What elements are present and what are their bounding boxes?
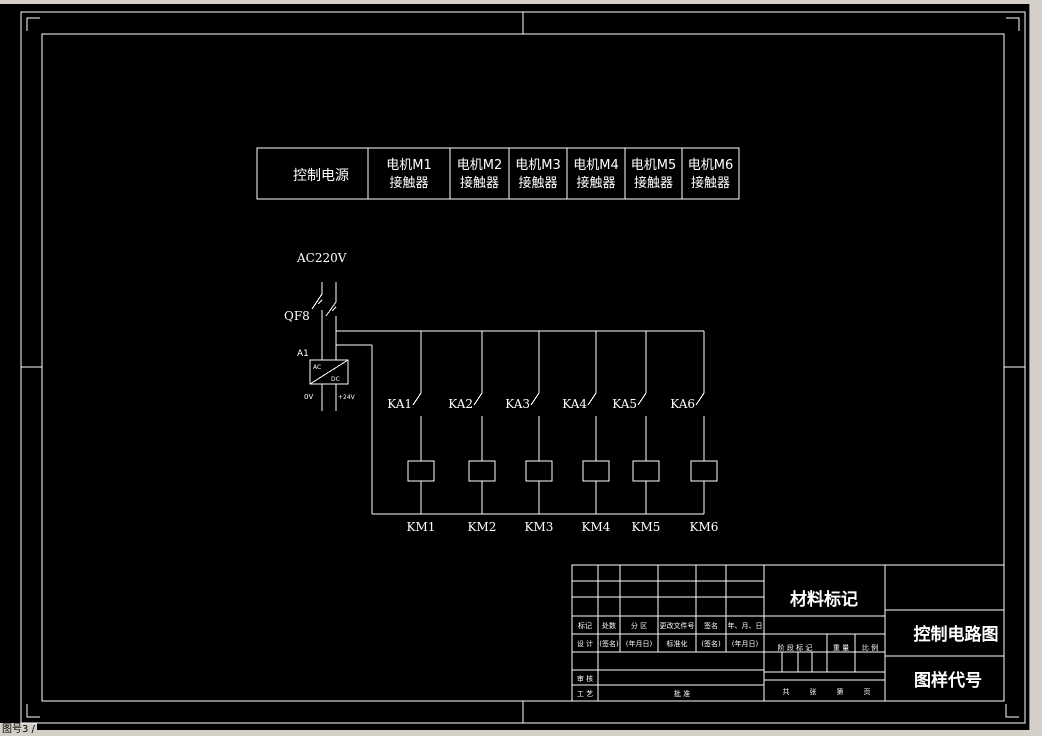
title-block: 材料标记 控制电路图 图样代号 标记 处数 分 区 更改文件号签名 年、月、日 设 计 (… [571, 564, 1005, 702]
relay-contact [530, 392, 540, 406]
title-block-stage-label: 阶 段 标 记 [778, 643, 813, 652]
vertical-scrollbar[interactable] [1029, 4, 1042, 730]
header-col-line1: 电机M1 [386, 158, 432, 173]
relay-branch [582, 331, 610, 514]
contactor-coil [582, 460, 610, 482]
relay-contact [412, 392, 422, 406]
header-power-label: 控制电源 [293, 168, 349, 184]
title-block-header-cell: 标记 [578, 621, 592, 630]
relay-label: KA5 [612, 397, 637, 411]
relay-label: KA2 [448, 397, 473, 411]
title-block-stage-label: 重 量 [833, 644, 849, 652]
header-col-line2: 接触器 [460, 175, 499, 191]
circuit [309, 282, 718, 515]
header-col-line2: 接触器 [389, 175, 428, 191]
header-col-line1: 电机M3 [515, 158, 561, 173]
relay-label: KA3 [505, 397, 530, 411]
title-block-header-cell: 年、月、日 [728, 621, 763, 630]
module-label: A1 [297, 349, 309, 359]
relay-branch [468, 331, 496, 514]
header-table: 控制电源 电机M1接触器电机M2接触器电机M3接触器电机M4接触器电机M5接触器… [256, 147, 740, 200]
relay-label: KA1 [387, 397, 412, 411]
header-col-line1: 电机M2 [457, 158, 503, 173]
drawing-title: 控制电路图 [914, 624, 999, 645]
window-top-bar [0, 0, 1042, 4]
header-col-line2: 接触器 [576, 175, 615, 191]
title-block-sheet-label: 共 [783, 687, 790, 696]
header-col-line1: 电机M4 [573, 158, 619, 173]
title-block-design-cell: (年月日) [732, 639, 759, 648]
title-block-design-cell: (签名) [599, 639, 619, 648]
title-block-design-cell: 设 计 [577, 639, 593, 648]
cad-drawing-canvas: 控制电源 电机M1接触器电机M2接触器电机M3接触器电机M4接触器电机M5接触器… [20, 11, 1026, 724]
process-label: 工 艺 [577, 690, 593, 698]
contactor-coil [407, 460, 435, 482]
terminal-24v-label: +24V [338, 394, 356, 401]
relay-branch [525, 331, 553, 514]
title-block-stage-label: 比 例 [862, 643, 878, 652]
header-col-line2: 接触器 [691, 175, 730, 191]
coil-label: KM6 [690, 520, 719, 534]
status-bar [0, 730, 1042, 736]
relay-contact [473, 392, 483, 406]
relay-branch [407, 331, 435, 514]
relay-contact [587, 392, 597, 406]
title-block-sheet-label: 张 [810, 687, 817, 696]
terminal-0v-label: 0V [304, 393, 313, 401]
relay-label: KA6 [670, 397, 695, 411]
drawing-code-label: 图样代号 [914, 670, 982, 691]
supply-label: AC220V [296, 251, 347, 265]
title-block-design-cell: (年月日) [626, 639, 653, 648]
title-block-design-cell: (签名) [701, 639, 721, 648]
coil-label: KM5 [632, 520, 661, 534]
contactor-coil [690, 460, 718, 482]
header-col-line2: 接触器 [634, 175, 673, 191]
approve-label: 批 准 [674, 689, 690, 698]
title-block-header-cell: 分 区 [631, 621, 647, 630]
relay-contact [637, 392, 647, 406]
relay-label: KA4 [562, 397, 587, 411]
contactor-coil [632, 460, 660, 482]
title-block-header-cell: 签名 [704, 621, 718, 630]
relay-branch [632, 331, 660, 514]
coil-label: KM4 [582, 520, 611, 534]
status-text: 图号3 / [0, 723, 37, 736]
header-col-line2: 接触器 [518, 175, 557, 191]
breaker-label: QF8 [284, 309, 310, 323]
title-block-sheet-label: 第 [837, 687, 844, 696]
title-block-header-cell: 处数 [602, 621, 616, 630]
header-col-line1: 电机M6 [688, 158, 734, 173]
relay-contact [695, 392, 705, 406]
relay-branch [690, 331, 718, 514]
title-block-sheet-label: 页 [864, 688, 871, 696]
title-block-header-cell: 更改文件号 [660, 621, 695, 630]
contactor-coil [525, 460, 553, 482]
module-ac-label: AC [313, 364, 321, 371]
coil-label: KM1 [407, 520, 436, 534]
drawing-frame [20, 11, 1026, 724]
coil-label: KM3 [525, 520, 554, 534]
header-col-line1: 电机M5 [631, 158, 677, 173]
title-block-design-cell: 标准化 [667, 639, 688, 648]
review-label: 审 核 [577, 674, 593, 683]
contactor-coil [468, 460, 496, 482]
module-dc-label: DC [331, 376, 340, 383]
coil-label: KM2 [468, 520, 497, 534]
material-mark-label: 材料标记 [790, 589, 858, 610]
